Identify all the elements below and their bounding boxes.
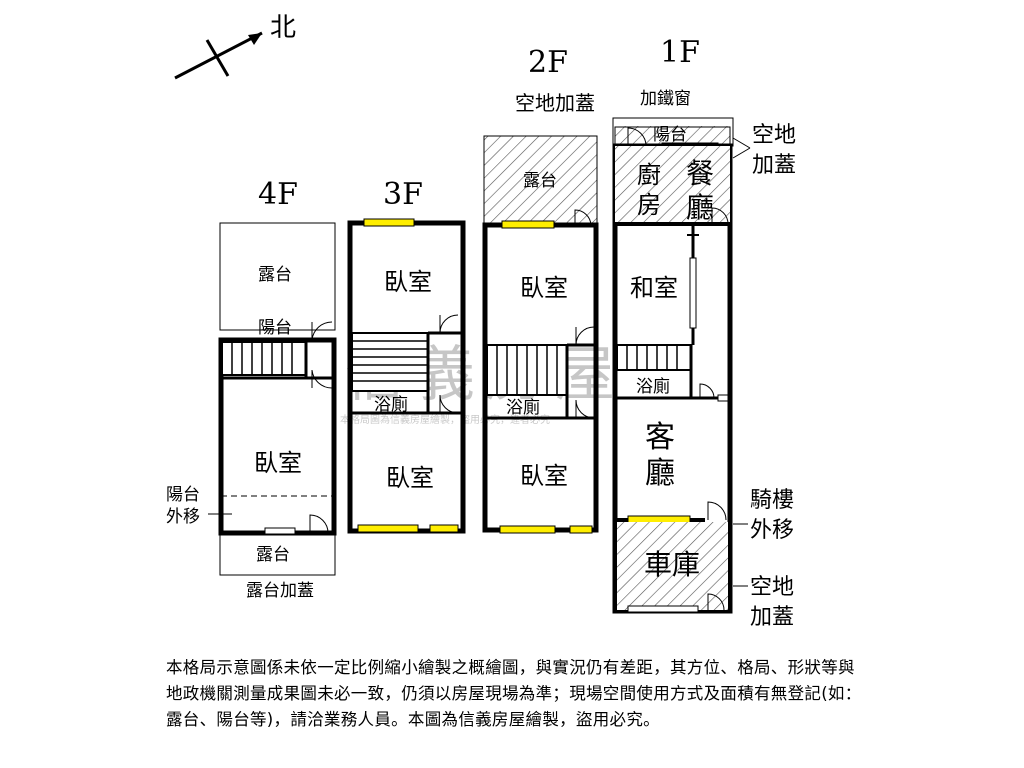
1f-vacant-extension-bottom: 空地加蓋 — [750, 575, 794, 630]
floor-2f: 2F 空地加蓋 露台 臥室 浴廁 臥室 — [482, 45, 599, 534]
2f-vacant-extension: 空地加蓋 — [515, 91, 595, 115]
disclaimer-text: 本格局示意圖係未依一定比例縮小繪製之概繪圖，與實況仍有差距，其方位、格局、形狀等… — [166, 658, 862, 729]
floor-4f: 4F 露台 陽台 臥室 陽台外移 露台 露台加蓋 — [166, 177, 337, 601]
2f-bathroom: 浴廁 — [506, 397, 540, 418]
north-arrow-icon — [174, 31, 263, 80]
2f-bedroom-bottom: 臥室 — [520, 462, 568, 490]
3f-bedroom-top: 臥室 — [384, 268, 432, 296]
watermark-text: 本格局圖為信義房屋繪製，盜用必究，違者必究 — [340, 413, 550, 426]
4f-terrace-extension: 露台加蓋 — [246, 581, 314, 601]
1f-kitchen: 廚房 — [637, 161, 661, 219]
floor-1f-label: 1F — [660, 35, 700, 70]
4f-terrace-top: 露台 — [258, 265, 292, 285]
1f-dining: 餐廳 — [686, 157, 714, 224]
1f-iron-window: 加鐵窗 — [640, 89, 691, 109]
floor-2f-label: 2F — [528, 45, 568, 80]
floor-4f-label: 4F — [258, 177, 298, 212]
1f-balcony: 陽台 — [653, 125, 687, 145]
1f-living-room: 客廳 — [645, 420, 675, 491]
4f-balcony: 陽台 — [258, 318, 292, 338]
north-label: 北 — [270, 13, 296, 43]
1f-garage: 車庫 — [644, 548, 700, 581]
3f-bathroom: 浴廁 — [374, 394, 408, 415]
1f-japanese-room: 和室 — [630, 274, 678, 302]
3f-bedroom-bottom: 臥室 — [386, 464, 434, 492]
1f-arcade-moved: 騎樓外移 — [750, 488, 794, 543]
2f-bedroom-top: 臥室 — [520, 274, 568, 302]
4f-bedroom: 臥室 — [254, 449, 302, 477]
4f-balcony-moved: 陽台外移 — [166, 485, 200, 527]
1f-vacant-extension-top: 空地加蓋 — [752, 123, 796, 178]
floor-3f-label: 3F — [383, 177, 423, 212]
1f-bathroom: 浴廁 — [636, 376, 670, 397]
floor-3f: 3F 臥室 浴廁 臥室 — [347, 177, 466, 534]
4f-terrace-bottom: 露台 — [256, 545, 290, 565]
2f-terrace: 露台 — [523, 171, 557, 191]
floor-1f: 1F 加鐵窗 陽台 廚房 — [612, 35, 796, 630]
